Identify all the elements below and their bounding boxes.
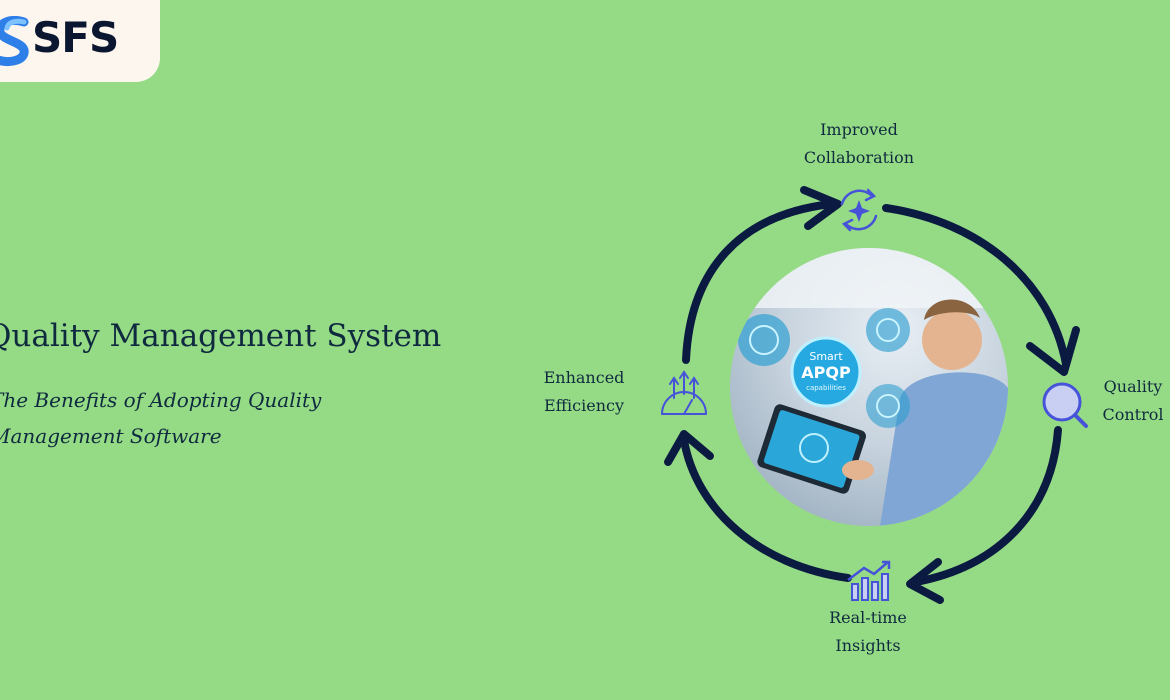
arrowhead-top [800, 186, 842, 230]
logo-card[interactable]: SFS [0, 0, 160, 82]
cycle-arrow-left-to-top [682, 200, 836, 364]
subtitle-line-1: The Benefits of Adopting Quality [0, 388, 322, 412]
photo-text-smart: Smart [809, 350, 843, 363]
label-line: Enhanced [543, 368, 625, 387]
cycle-arrow-bottom-to-left [680, 436, 852, 582]
label-line: Quality [1103, 377, 1163, 396]
benefit-label-enhanced-efficiency: Enhanced Efficiency [536, 364, 632, 420]
page-title: Quality Management System [0, 318, 442, 354]
label-line: Insights [835, 636, 901, 655]
cycle-arrow-top-to-right [882, 204, 1070, 368]
bar-chart-icon [847, 560, 891, 601]
arrowhead-bottom [906, 558, 944, 604]
photo-illustration: Smart APQP capabilities [738, 248, 1008, 526]
benefit-label-quality-control: Quality Control [1096, 373, 1170, 429]
benefit-label-realtime-insights: Real-time Insights [818, 604, 918, 660]
arrowhead-left [664, 430, 714, 466]
benefit-label-improved-collaboration: Improved Collaboration [800, 116, 918, 172]
page-subtitle: The Benefits of Adopting Quality Managem… [0, 382, 390, 454]
logo-mark-icon [0, 16, 29, 67]
gauge-arrows-icon [661, 370, 707, 415]
photo-text-apqp: APQP [801, 363, 851, 382]
hero-photo: Smart APQP capabilities [730, 248, 1008, 526]
logo-text: SFS [32, 13, 119, 62]
label-line: Real-time [829, 608, 907, 627]
arrowhead-right [1026, 326, 1080, 376]
magnifier-icon [1042, 382, 1088, 428]
label-line: Improved [820, 120, 898, 139]
collaboration-sparkle-icon [840, 188, 878, 232]
label-line: Control [1102, 405, 1164, 424]
cycle-arrow-right-to-bottom [912, 426, 1062, 586]
label-line: Collaboration [803, 148, 915, 167]
subtitle-line-2: Management Software [0, 424, 222, 448]
photo-text-capabilities: capabilities [806, 384, 846, 392]
label-line: Efficiency [543, 396, 624, 415]
